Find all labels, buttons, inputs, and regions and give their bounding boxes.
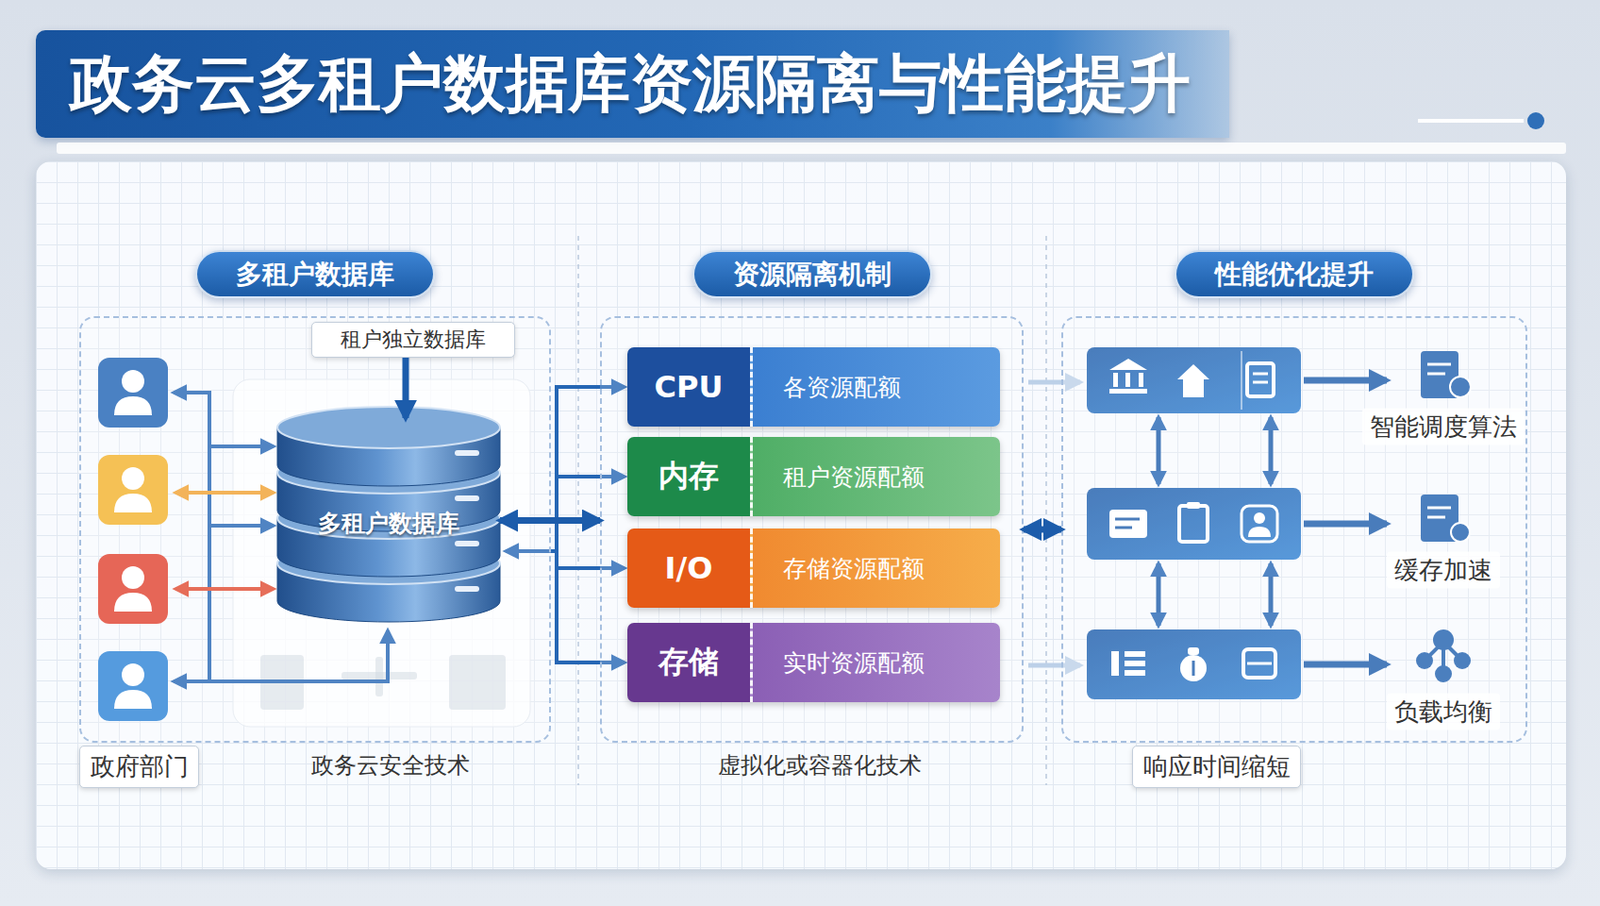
db-slot xyxy=(454,450,480,456)
group-box: 多租户数据库租户独立数据库多租户数据库 xyxy=(79,316,551,743)
title-underline xyxy=(56,142,1567,154)
caption-label: 虚拟化或容器化技术 xyxy=(717,750,922,781)
section-header: 多租户数据库 xyxy=(195,250,435,299)
quota-label: 各资源配额 xyxy=(750,347,1000,427)
quota-label: 租户资源配额 xyxy=(750,436,1000,517)
resource-row: 内存租户资源配额 xyxy=(627,436,1000,517)
db-slot xyxy=(454,585,480,592)
resource-type: 内存 xyxy=(627,436,750,517)
text-box: 响应时间缩短 xyxy=(1132,745,1301,788)
resource-row: I/O存储资源配额 xyxy=(627,528,1000,608)
group-box: 资源隔离机制CPU各资源配额内存租户资源配额I/O存储资源配额存储实时资源配额 xyxy=(600,316,1024,743)
text-box: 租户独立数据库 xyxy=(311,321,516,358)
caption-label: 负载均衡 xyxy=(1386,693,1500,731)
deco-line xyxy=(1417,118,1524,123)
connector-arrow xyxy=(402,357,410,418)
section-divider xyxy=(1045,235,1048,785)
resource-row: 存储实时资源配额 xyxy=(627,622,1000,702)
db-slot xyxy=(454,540,480,547)
resource-row: CPU各资源配额 xyxy=(627,347,1000,427)
caption-label: 缓存加速 xyxy=(1386,551,1500,589)
group-box: 性能优化提升 xyxy=(1061,316,1528,743)
db-layer-top xyxy=(277,406,500,449)
text-box: 政府部门 xyxy=(79,745,200,788)
section-header: 资源隔离机制 xyxy=(692,250,933,299)
box-label: 响应时间缩短 xyxy=(1143,750,1291,784)
bracket-line xyxy=(554,384,559,665)
db-slot xyxy=(454,495,480,501)
resource-type: I/O xyxy=(627,528,750,608)
resource-type: 存储 xyxy=(627,622,750,702)
connector-arrow xyxy=(500,516,600,524)
title-text: 政务云多租户数据库资源隔离与性能提升 xyxy=(69,30,1191,138)
caption-label: 政务云安全技术 xyxy=(311,750,470,781)
database-cylinder: 多租户数据库 xyxy=(277,417,500,623)
deco-dot xyxy=(1527,112,1545,130)
connector-arrow xyxy=(1023,526,1062,534)
quota-label: 实时资源配额 xyxy=(750,622,1000,702)
box-label: 政府部门 xyxy=(90,750,189,784)
section-header: 性能优化提升 xyxy=(1174,250,1415,299)
section-divider xyxy=(577,235,580,785)
database-label: 多租户数据库 xyxy=(277,506,500,541)
title-bar: 政务云多租户数据库资源隔离与性能提升 xyxy=(35,30,1230,138)
quota-label: 存储资源配额 xyxy=(750,528,1000,608)
resource-type: CPU xyxy=(627,347,750,427)
caption-label: 智能调度算法 xyxy=(1362,408,1525,446)
box-label: 租户独立数据库 xyxy=(340,325,486,354)
